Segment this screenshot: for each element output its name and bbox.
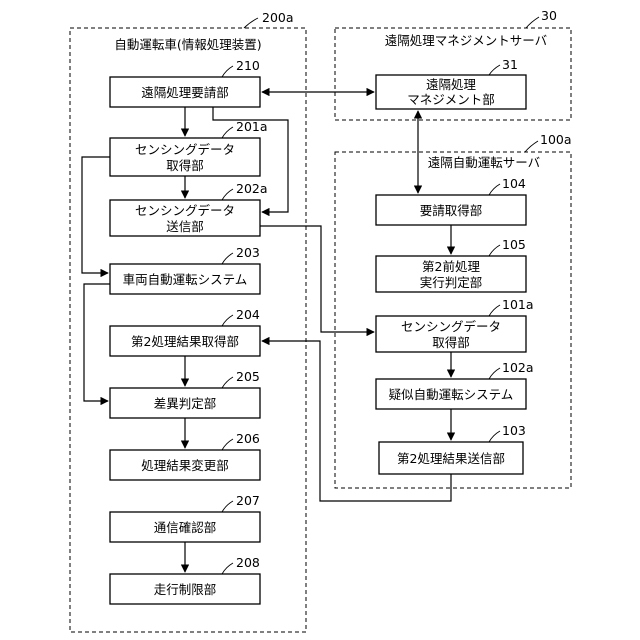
arrow-203-to-205 bbox=[84, 284, 110, 401]
svg-text:104: 104 bbox=[502, 176, 526, 191]
mgmt-server-frame-title: 遠隔処理マネジメントサーバ bbox=[385, 33, 547, 48]
svg-text:208: 208 bbox=[236, 555, 260, 570]
svg-text:206: 206 bbox=[236, 431, 260, 446]
svg-text:遠隔処理要請部: 遠隔処理要請部 bbox=[141, 85, 229, 100]
svg-text:マネジメント部: マネジメント部 bbox=[407, 92, 495, 107]
mgmt-server-frame-ref: 30 bbox=[541, 8, 557, 23]
block-104-request-acquire: 要請取得部 104 bbox=[376, 176, 526, 225]
remote-server-frame-ref: 100a bbox=[540, 132, 572, 147]
svg-text:センシングデータ: センシングデータ bbox=[135, 142, 235, 157]
arrow-103-to-204 bbox=[262, 341, 451, 501]
svg-text:取得部: 取得部 bbox=[432, 335, 470, 350]
svg-text:センシングデータ: センシングデータ bbox=[135, 203, 235, 218]
block-31-remote-management: 遠隔処理 マネジメント部 31 bbox=[376, 57, 526, 109]
block-103-second-result-send: 第2処理結果送信部 103 bbox=[379, 423, 526, 474]
svg-text:実行判定部: 実行判定部 bbox=[420, 275, 483, 290]
block-210-remote-request: 遠隔処理要請部 210 bbox=[110, 58, 260, 107]
block-203-vehicle-driving-system: 車両自動運転システム 203 bbox=[110, 245, 260, 294]
svg-text:センシングデータ: センシングデータ bbox=[401, 319, 501, 334]
remote-server-frame: 遠隔自動運転サーバ 100a bbox=[335, 132, 572, 488]
vehicle-frame-title: 自動運転車(情報処理装置) bbox=[114, 37, 261, 52]
block-102a-pseudo-driving-system: 疑似自動運転システム 102a bbox=[376, 360, 534, 409]
svg-text:疑似自動運転システム: 疑似自動運転システム bbox=[389, 387, 514, 402]
svg-text:203: 203 bbox=[236, 245, 260, 260]
svg-text:205: 205 bbox=[236, 369, 260, 384]
arrow-201a-to-203 bbox=[82, 157, 110, 273]
svg-text:105: 105 bbox=[502, 237, 526, 252]
svg-text:204: 204 bbox=[236, 307, 260, 322]
svg-text:走行制限部: 走行制限部 bbox=[154, 582, 217, 597]
arrow-202a-to-101a bbox=[260, 226, 374, 332]
block-201a-sensing-acquire: センシングデータ 取得部 201a bbox=[110, 119, 268, 176]
svg-text:101a: 101a bbox=[502, 297, 534, 312]
svg-text:202a: 202a bbox=[236, 181, 268, 196]
svg-text:201a: 201a bbox=[236, 119, 268, 134]
svg-text:102a: 102a bbox=[502, 360, 534, 375]
vehicle-frame-ref: 200a bbox=[262, 10, 294, 25]
svg-text:31: 31 bbox=[502, 57, 518, 72]
block-204-second-result-acquire: 第2処理結果取得部 204 bbox=[110, 307, 260, 356]
svg-text:遠隔処理: 遠隔処理 bbox=[426, 77, 477, 92]
svg-text:通信確認部: 通信確認部 bbox=[154, 520, 217, 535]
svg-text:103: 103 bbox=[502, 423, 526, 438]
svg-text:210: 210 bbox=[236, 58, 260, 73]
svg-text:処理結果変更部: 処理結果変更部 bbox=[141, 458, 229, 473]
svg-text:第2前処理: 第2前処理 bbox=[422, 259, 480, 274]
block-101a-sensing-acquire: センシングデータ 取得部 101a bbox=[376, 297, 534, 352]
svg-text:第2処理結果取得部: 第2処理結果取得部 bbox=[131, 334, 239, 349]
svg-text:第2処理結果送信部: 第2処理結果送信部 bbox=[397, 451, 505, 466]
block-207-communication-check: 通信確認部 207 bbox=[110, 493, 260, 542]
svg-text:207: 207 bbox=[236, 493, 260, 508]
svg-text:車両自動運転システム: 車両自動運転システム bbox=[123, 272, 248, 287]
svg-text:差異判定部: 差異判定部 bbox=[154, 396, 217, 411]
svg-text:送信部: 送信部 bbox=[166, 219, 204, 234]
remote-server-frame-title: 遠隔自動運転サーバ bbox=[428, 155, 540, 170]
svg-text:取得部: 取得部 bbox=[166, 158, 204, 173]
block-202a-sensing-send: センシングデータ 送信部 202a bbox=[110, 181, 268, 236]
svg-text:要請取得部: 要請取得部 bbox=[420, 203, 483, 218]
